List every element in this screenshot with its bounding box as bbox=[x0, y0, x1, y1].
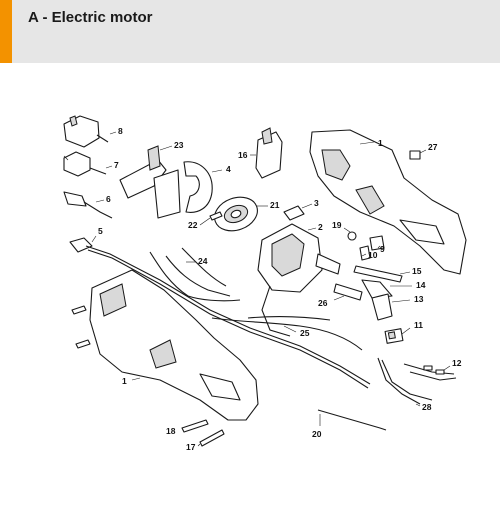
callout-17: 17 bbox=[186, 442, 196, 452]
callout-7: 7 bbox=[114, 160, 119, 170]
screw-part-18 bbox=[181, 419, 209, 433]
callout-labels: 8 23 7 4 16 1 27 6 3 21 2 22 19 10 9 5 2… bbox=[91, 126, 462, 452]
switch-lever-part bbox=[255, 127, 283, 179]
callout-13: 13 bbox=[414, 294, 424, 304]
section-header: A - Electric motor bbox=[0, 0, 500, 63]
callout-18: 18 bbox=[166, 426, 176, 436]
washer-part bbox=[347, 231, 357, 241]
rod-part-15 bbox=[353, 265, 403, 283]
lead-wires-part bbox=[377, 357, 457, 405]
sleeve-part bbox=[283, 205, 305, 221]
callout-12: 12 bbox=[452, 358, 462, 368]
callout-16: 16 bbox=[238, 150, 248, 160]
callout-3: 3 bbox=[314, 198, 319, 208]
plug-part-6 bbox=[63, 191, 113, 219]
section-title: A - Electric motor bbox=[28, 9, 153, 26]
power-cord-part bbox=[69, 237, 371, 389]
screw-part-left-bottom bbox=[75, 339, 91, 349]
callout-24: 24 bbox=[198, 256, 208, 266]
wire-set-part-24 bbox=[149, 247, 241, 302]
callout-5: 5 bbox=[98, 226, 103, 236]
plug-part-7 bbox=[63, 151, 107, 177]
bracket-plate-part bbox=[119, 145, 167, 199]
callout-9: 9 bbox=[380, 244, 385, 254]
callout-28: 28 bbox=[422, 402, 432, 412]
housing-shell-right-part bbox=[309, 129, 467, 275]
callout-22: 22 bbox=[188, 220, 198, 230]
terminal-block-part bbox=[384, 328, 404, 344]
callout-4: 4 bbox=[226, 164, 231, 174]
callout-2: 2 bbox=[318, 222, 323, 232]
callout-15: 15 bbox=[412, 266, 422, 276]
screw-part-17 bbox=[199, 429, 225, 447]
callout-1-bottom: 1 bbox=[122, 376, 127, 386]
housing-shell-left-part bbox=[89, 269, 259, 421]
lever-part-14 bbox=[361, 279, 393, 299]
uk-plug-part bbox=[63, 115, 109, 148]
callout-25: 25 bbox=[300, 328, 310, 338]
gear-part bbox=[214, 196, 258, 232]
cable-part-25 bbox=[211, 316, 363, 351]
callout-6: 6 bbox=[106, 194, 111, 204]
label-part bbox=[409, 150, 421, 160]
callout-11: 11 bbox=[414, 320, 423, 330]
motor-part bbox=[257, 223, 341, 337]
callout-21: 21 bbox=[270, 200, 280, 210]
callout-23: 23 bbox=[174, 140, 184, 150]
callout-19: 19 bbox=[332, 220, 342, 230]
hex-key-part bbox=[317, 409, 387, 431]
shaft-part bbox=[333, 283, 363, 301]
callout-10: 10 bbox=[368, 250, 378, 260]
screw-part-left-top bbox=[71, 305, 87, 315]
bracket-part-9 bbox=[369, 235, 385, 251]
callout-26: 26 bbox=[318, 298, 328, 308]
exploded-parts-diagram: 8 23 7 4 16 1 27 6 3 21 2 22 19 10 9 5 2… bbox=[63, 115, 467, 452]
accent-bar bbox=[0, 0, 12, 63]
callout-8: 8 bbox=[118, 126, 123, 136]
brush-holder-part bbox=[153, 161, 213, 219]
pin-part bbox=[209, 211, 223, 221]
callout-27: 27 bbox=[428, 142, 438, 152]
callout-1-top: 1 bbox=[378, 138, 383, 148]
screw-part-10 bbox=[359, 245, 371, 261]
callout-14: 14 bbox=[416, 280, 426, 290]
switch-part-13 bbox=[371, 293, 393, 321]
callout-20: 20 bbox=[312, 429, 322, 439]
